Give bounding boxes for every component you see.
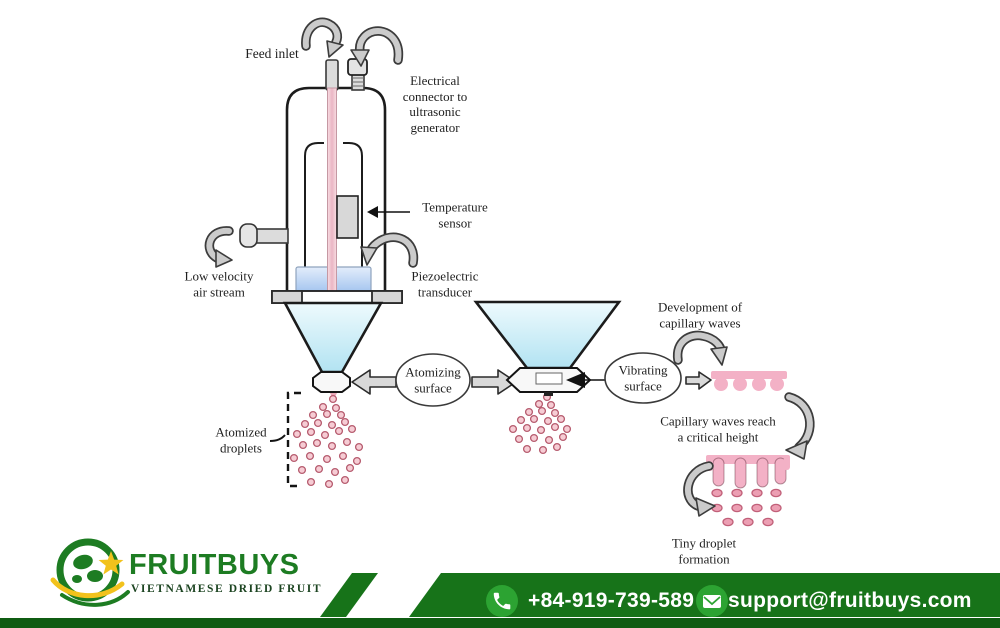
- atomizing-cone: [282, 301, 384, 374]
- critical-height-arrow: [784, 392, 815, 460]
- spray-droplets-left: [289, 394, 364, 489]
- tiny-droplet-arrow: [683, 461, 716, 517]
- air-inlet-port: [239, 223, 258, 248]
- brand-tagline: VIETNAMESE DRIED FRUIT: [131, 583, 323, 595]
- temperature-sensor-box: [336, 195, 359, 239]
- atomized-droplets-label: Atomized droplets: [215, 424, 267, 455]
- feed-tube: [327, 87, 337, 301]
- capillary-reach-label: Capillary waves reach a critical height: [660, 413, 776, 444]
- feed-arrow-1: [301, 17, 344, 58]
- capillary-waves-initial: [711, 371, 787, 391]
- brand-name: FRUITBUYS: [129, 549, 300, 581]
- feed-inlet-label: Feed inlet: [245, 45, 299, 61]
- vibrating-surface-callout: [604, 352, 682, 404]
- atomizing-surface-label: Atomizing surface: [405, 364, 461, 395]
- vibrating-surface-plate: [535, 372, 563, 385]
- feed-arrow-2: [350, 26, 404, 67]
- arrow-to-right-nozzle: [471, 369, 517, 395]
- flange-right: [371, 290, 403, 304]
- email-address[interactable]: support@fruitbuys.com: [728, 589, 972, 612]
- atomizing-nozzle: [312, 371, 351, 393]
- spray-droplets-right: [508, 392, 572, 455]
- droplets-bracket: [286, 391, 302, 488]
- development-label: Development of capillary waves: [657, 299, 743, 330]
- vibrating-pointer-arrow: [566, 372, 608, 388]
- phone-number[interactable]: +84-919-739-589: [528, 589, 695, 612]
- tiny-droplets: [711, 488, 782, 527]
- atomizing-surface-callout: [395, 353, 471, 407]
- temperature-sensor-label: Temperature sensor: [422, 199, 488, 230]
- bracket-tick: [269, 434, 286, 442]
- footer-bottom-strip: [0, 618, 1000, 628]
- electrical-connector: [347, 58, 368, 91]
- fruitbuys-logo: [50, 538, 130, 607]
- low-velocity-label: Low velocity air stream: [184, 268, 254, 299]
- piezoelectric-label: Piezoelectric transducer: [411, 268, 479, 299]
- arrow-to-capillary: [685, 371, 712, 390]
- air-stream-arrow: [204, 226, 234, 268]
- nozzle-nub: [544, 392, 553, 396]
- inner-wall-left: [304, 142, 324, 268]
- logo-star: [98, 551, 124, 575]
- footer-stripe: [320, 573, 378, 617]
- development-arrow: [672, 330, 728, 366]
- logo-swoosh: [50, 577, 125, 599]
- capillary-waves-critical: [706, 455, 790, 489]
- flange-left: [271, 290, 303, 304]
- tiny-droplet-label: Tiny droplet formation: [671, 535, 737, 566]
- phone-icon: [486, 585, 518, 617]
- air-inlet-pipe: [253, 228, 289, 244]
- piezo-arrow: [360, 232, 419, 268]
- feed-tube-top: [325, 59, 339, 91]
- arrow-to-left-nozzle: [351, 369, 397, 395]
- inner-wall-right: [343, 142, 363, 268]
- vibrating-surface-label: Vibrating surface: [618, 362, 668, 393]
- electrical-connector-label: Electrical connector to ultrasonic gener…: [402, 72, 468, 135]
- vibrating-cone: [473, 300, 622, 370]
- email-icon: [696, 585, 728, 617]
- temperature-sensor-arrow: [367, 206, 410, 218]
